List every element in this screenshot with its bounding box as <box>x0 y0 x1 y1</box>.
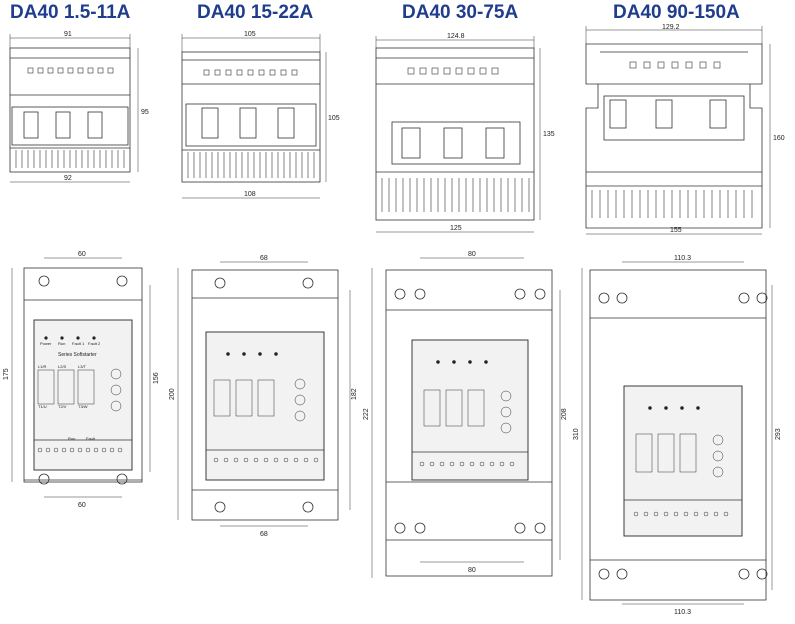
terminal-run: Run <box>68 436 75 441</box>
terminal-fault: Fault <box>86 436 96 441</box>
dim-front-bottom-4: 110.3 <box>674 609 691 616</box>
dim-top-width-1: 91 <box>64 31 72 38</box>
dim-front-outer-3: 222 <box>363 408 370 420</box>
dim-front-outer-1: 175 <box>3 368 10 380</box>
front-view-2: 68 200 182 68 <box>169 255 358 538</box>
dim-front-outer-4: 310 <box>573 428 580 440</box>
dim-front-top-2: 68 <box>260 255 268 262</box>
dim-bottom-width-4: 155 <box>670 227 682 234</box>
dim-front-inner-2: 182 <box>351 388 358 400</box>
front-view-4: 110.3 310 293 110.3 <box>573 255 782 616</box>
led-fault1: Fault 1 <box>72 341 85 346</box>
dim-front-inner-1: 156 <box>153 372 160 384</box>
dim-bottom-width-1: 92 <box>64 175 72 182</box>
dim-front-inner-3: 208 <box>561 408 568 420</box>
model-title-4: DA40 90-150A <box>613 2 740 23</box>
top-view-3: 124.8 125 135 <box>375 33 555 233</box>
phase-l2: L2/S <box>58 364 67 369</box>
dim-top-width-2: 105 <box>244 31 256 38</box>
model-title-1: DA40 1.5-11A <box>10 2 131 23</box>
dim-front-bottom-1: 60 <box>78 502 86 509</box>
panel-graphics-2 <box>213 352 319 463</box>
led-fault2: Fault 2 <box>88 341 101 346</box>
model-title-2: DA40 15-22A <box>197 2 314 23</box>
panel-title: Series Softstarter <box>58 352 97 358</box>
front-view-1: 60 175 156 60 <box>3 251 160 509</box>
out-t3: T3/W <box>78 404 88 409</box>
top-view-1: 91 92 95 <box>9 31 149 183</box>
panel-graphics-4 <box>633 406 729 517</box>
dim-front-top-1: 60 <box>78 251 86 258</box>
panel-labels-1: Power Run Fault 1 Fault 2 Series Softsta… <box>38 336 101 441</box>
dim-front-bottom-3: 80 <box>468 567 476 574</box>
dim-height-2: 105 <box>328 115 340 122</box>
dim-height-3: 135 <box>543 131 555 138</box>
dim-front-bottom-2: 68 <box>260 531 268 538</box>
dim-height-4: 160 <box>773 135 785 142</box>
led-run: Run <box>58 341 65 346</box>
phase-l1: L1/R <box>38 364 47 369</box>
dim-front-top-4: 110.3 <box>674 255 691 262</box>
model-title-3: DA40 30-75A <box>402 2 519 23</box>
dim-height-1: 95 <box>141 109 149 116</box>
dim-front-outer-2: 200 <box>169 388 176 400</box>
dim-bottom-width-2: 108 <box>244 191 256 198</box>
front-view-3: 80 222 208 80 <box>363 251 568 578</box>
dim-bottom-width-3: 125 <box>450 225 462 232</box>
out-t1: T1/U <box>38 404 47 409</box>
dim-top-width-4: 129.2 <box>662 24 680 31</box>
dim-front-inner-4: 293 <box>775 428 782 440</box>
panel-graphics-1 <box>37 368 123 453</box>
top-view-4: 129.2 155 160 <box>585 24 785 235</box>
panel-graphics-3 <box>419 360 515 467</box>
out-t2: T2/V <box>58 404 67 409</box>
top-view-2: 105 108 105 <box>181 31 340 199</box>
dim-front-top-3: 80 <box>468 251 476 258</box>
dim-top-width-3: 124.8 <box>447 33 465 40</box>
phase-l3: L3/T <box>78 364 87 369</box>
led-power: Power <box>40 341 52 346</box>
